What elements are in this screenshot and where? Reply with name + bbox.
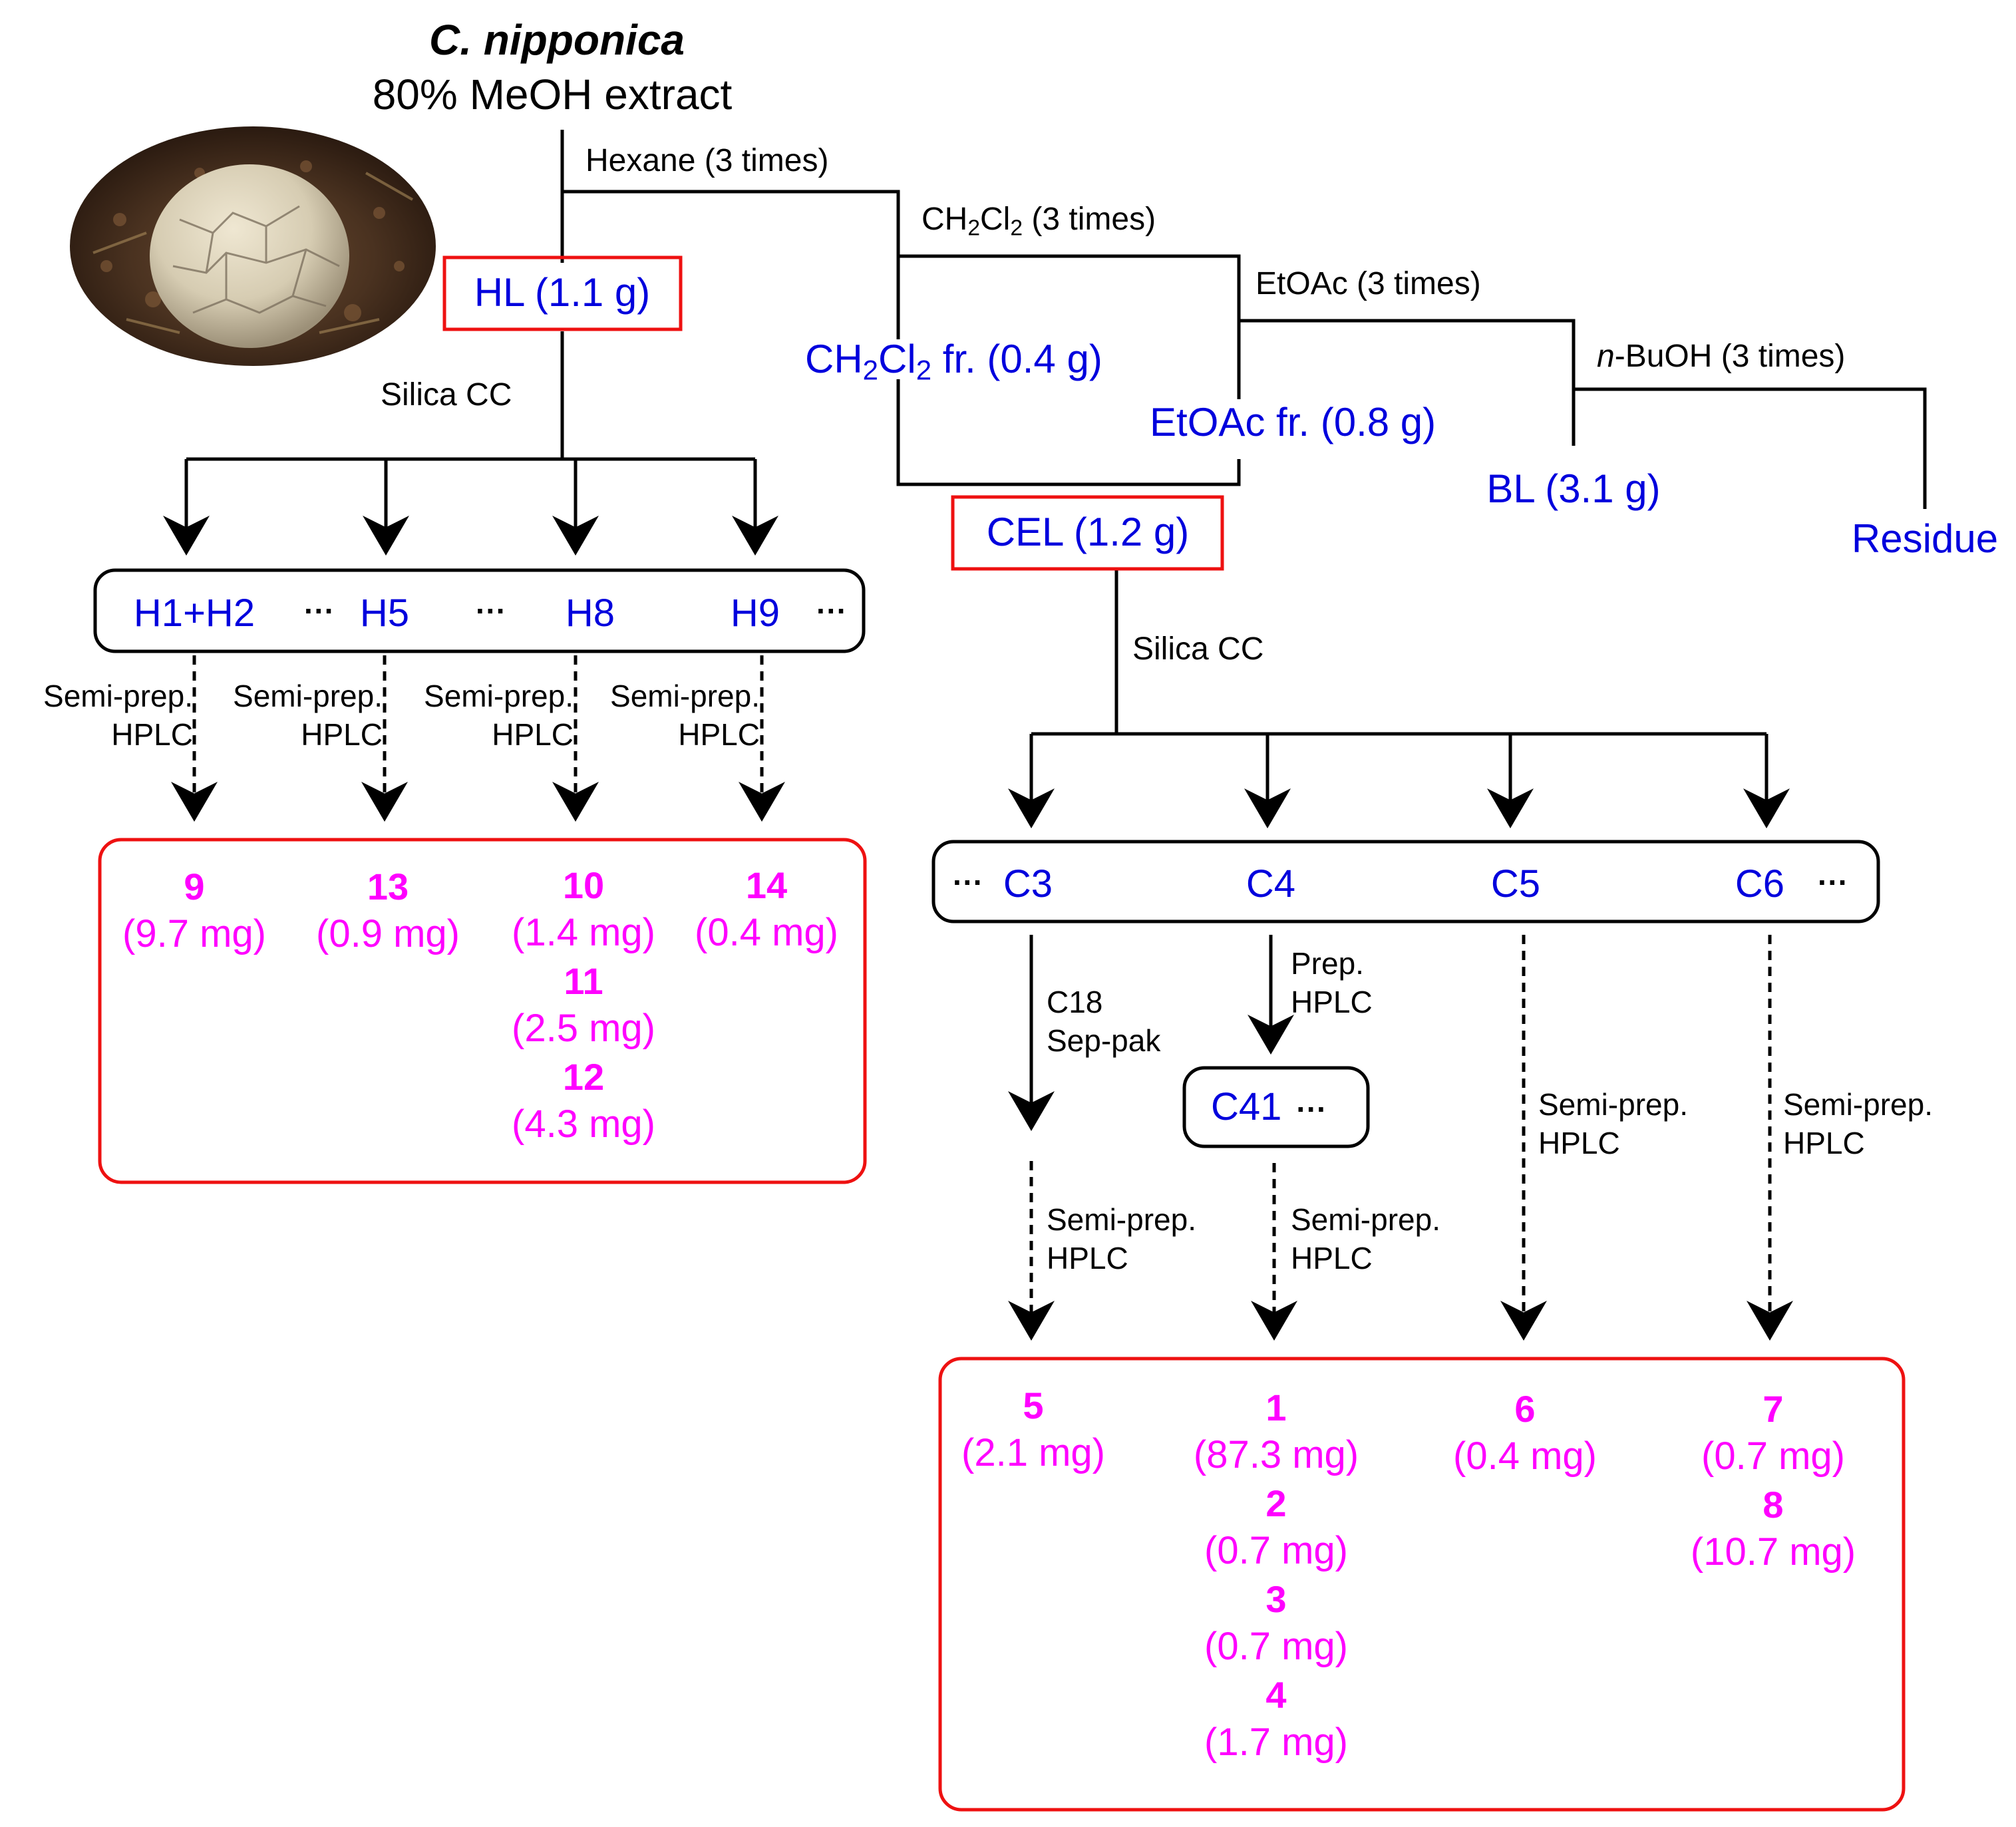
ch2cl2-branch-line (898, 254, 1241, 399)
compound-mass: (4.3 mg) (512, 1102, 655, 1146)
semiprep-hplc-label: Semi-prep.HPLC (43, 679, 193, 752)
semiprep-hplc-label: Semi-prep.HPLC (1291, 1202, 1440, 1275)
cel-highlight-box (951, 495, 1224, 571)
compound-number: 6 (1514, 1388, 1536, 1430)
compound-mass: (0.7 mg) (1204, 1625, 1348, 1668)
semiprep-hplc-label: Semi-prep.HPLC (1783, 1087, 1933, 1160)
compound-number: 9 (184, 866, 205, 908)
compound-mass: (0.7 mg) (1204, 1529, 1348, 1572)
ellipsis: ··· (304, 593, 335, 628)
subfraction-h1h2: H1+H2 (133, 591, 255, 635)
ellipsis: ··· (476, 593, 506, 628)
compound-mass: (2.5 mg) (512, 1007, 655, 1050)
etoac-fraction: EtOAc fr. (0.8 g) (1144, 403, 1442, 442)
compound-mass: (1.4 mg) (512, 911, 655, 954)
compound-number: 12 (562, 1056, 605, 1098)
ch2cl2-fraction: CH2Cl2 fr. (0.4 g) (798, 339, 1109, 384)
cel-subfraction-box (931, 840, 1880, 923)
semiprep-hplc-label: Semi-prep.HPLC (233, 679, 383, 752)
ellipsis: ··· (1296, 1092, 1327, 1126)
hl-compounds-box (98, 838, 867, 1184)
combine-cel-line (896, 396, 1241, 486)
compound-number: 5 (1023, 1385, 1044, 1426)
hl-subfraction-box (93, 568, 866, 653)
compound-mass: (87.3 mg) (1193, 1433, 1359, 1476)
ellipsis: ··· (953, 865, 983, 900)
compound-number: 8 (1763, 1484, 1784, 1526)
cel-compounds-box (938, 1357, 1906, 1812)
bl-fraction: BL (3.1 g) (1486, 466, 1661, 511)
ch2cl2-step: CH2Cl2 (3 times) (922, 202, 1156, 241)
compound-mass: (9.7 mg) (122, 912, 266, 955)
compound-number: 4 (1265, 1674, 1287, 1716)
compound-number: 3 (1265, 1578, 1287, 1620)
etoac-step: EtOAc (3 times) (1256, 266, 1481, 301)
compound-mass: (2.1 mg) (961, 1431, 1105, 1474)
compound-group: 10 (1.4 mg) 11 (2.5 mg) 12 (4.3 mg) (512, 867, 655, 1144)
compound-group: 1 (87.3 mg) 2 (0.7 mg) 3 (0.7 mg) 4 (1.7… (1194, 1389, 1359, 1762)
compound-number: 14 (745, 864, 788, 906)
ellipsis: ··· (1818, 865, 1848, 900)
subfraction-c3: C3 (1003, 862, 1053, 906)
semiprep-hplc-label: Semi-prep.HPLC (610, 679, 760, 752)
subfraction-c4: C4 (1246, 862, 1296, 906)
species-name: C. nipponica (429, 16, 685, 64)
hl-highlight-box (442, 255, 683, 331)
hexane-branch-line (562, 190, 900, 399)
subfraction-c41: C41 (1211, 1085, 1282, 1128)
cel-fraction: CEL (1.2 g) (986, 510, 1190, 554)
extract-label: 80% MeOH extract (372, 71, 733, 118)
compound-group: 7 (0.7 mg) 8 (10.7 mg) (1691, 1391, 1856, 1572)
compound-group: 5 (2.1 mg) (961, 1387, 1105, 1472)
c41-box (1182, 1066, 1370, 1148)
mushroom-photo (70, 126, 436, 366)
compound-mass: (0.4 mg) (1453, 1434, 1597, 1478)
semiprep-hplc-label: Semi-prep.HPLC (1538, 1087, 1688, 1160)
subfraction-c6: C6 (1735, 862, 1785, 906)
etoac-branch-line (1239, 319, 1576, 446)
compound-mass: (0.9 mg) (316, 912, 460, 955)
hl-silica-cc-label: Silica CC (381, 377, 512, 413)
nbuoh-branch-line (1574, 387, 1927, 509)
compound-mass: (10.7 mg) (1690, 1530, 1856, 1574)
residue-fraction: Residue (1851, 516, 1999, 561)
prep-hplc-label: Prep.HPLC (1291, 946, 1373, 1019)
compound-group: 14 (0.4 mg) (695, 867, 838, 952)
subfraction-h5: H5 (359, 591, 410, 635)
compound-group: 9 (9.7 mg) (122, 868, 266, 953)
ellipsis: ··· (816, 593, 847, 628)
compound-number: 7 (1763, 1388, 1784, 1430)
hl-fraction: HL (1.1 g) (474, 270, 651, 315)
nbuoh-step: n-BuOH (3 times) (1597, 339, 1846, 374)
cel-silica-cc-label: Silica CC (1132, 631, 1264, 667)
subfraction-h8: H8 (565, 591, 615, 635)
compound-number: 13 (367, 866, 409, 908)
compound-group: 13 (0.9 mg) (316, 868, 460, 953)
compound-number: 1 (1265, 1387, 1287, 1428)
subfraction-c5: C5 (1490, 862, 1541, 906)
compound-number: 11 (564, 960, 603, 1002)
semiprep-hplc-label: Semi-prep.HPLC (424, 679, 574, 752)
compound-mass: (1.7 mg) (1204, 1721, 1348, 1764)
compound-group: 6 (0.4 mg) (1453, 1391, 1597, 1476)
compound-number: 2 (1265, 1482, 1287, 1524)
subfraction-h9: H9 (730, 591, 780, 635)
compound-mass: (0.4 mg) (695, 911, 838, 954)
compound-mass: (0.7 mg) (1701, 1434, 1845, 1478)
compound-number: 10 (562, 864, 605, 906)
semiprep-hplc-label: Semi-prep.HPLC (1047, 1202, 1196, 1275)
hexane-step: Hexane (3 times) (586, 143, 829, 178)
c41-node: C41 ··· (1211, 1088, 1327, 1126)
